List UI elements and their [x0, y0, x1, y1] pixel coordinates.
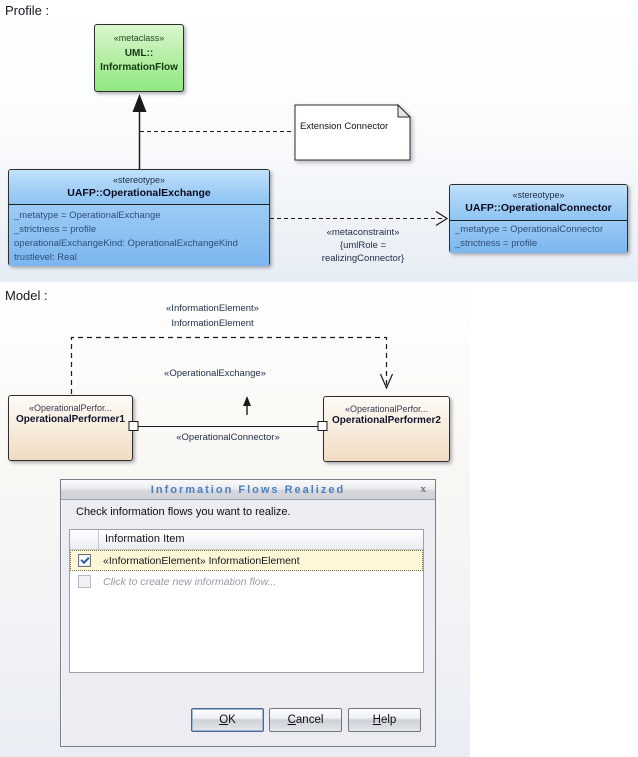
- metaclass-name-line2: InformationFlow: [100, 62, 178, 73]
- information-flows-realized-dialog: Information Flows Realized x Check infor…: [60, 479, 436, 747]
- performer1-name: OperationalPerformer1: [16, 414, 125, 425]
- metaconstraint-line2: {umlRole =: [339, 240, 387, 251]
- performer2-stereotype-label: «OperationalPerfor...: [344, 404, 429, 414]
- checkbox-column-header: [70, 530, 99, 549]
- list-item[interactable]: Click to create new information flow...: [70, 571, 423, 592]
- metaclass-name: UML:: InformationFlow: [95, 47, 183, 75]
- stereotype-operationalexchange-box[interactable]: «stereotype» UAFP::OperationalExchange _…: [8, 169, 270, 266]
- operationalexchange-name: UAFP::OperationalExchange: [67, 187, 211, 199]
- performer2-name: OperationalPerformer2: [332, 415, 441, 426]
- ok-button-label: OK: [219, 714, 236, 726]
- operationalconnector-stereotype-label: «stereotype»: [512, 190, 565, 200]
- metaclass-informationflow-box[interactable]: «metaclass» UML:: InformationFlow: [94, 24, 184, 92]
- operationalexchange-stereotype-label: «stereotype»: [112, 175, 166, 185]
- row-0-checkbox[interactable]: [78, 554, 91, 567]
- attribute-metatype: _metatype = OperationalConnector: [455, 224, 604, 235]
- cancel-button-label: Cancel: [287, 714, 324, 726]
- list-header: Information Item: [70, 530, 423, 550]
- operationalperformer2-box[interactable]: «OperationalPerfor... OperationalPerform…: [323, 396, 450, 462]
- close-icon[interactable]: x: [420, 483, 427, 495]
- cancel-button[interactable]: Cancel: [269, 708, 342, 732]
- information-item-list[interactable]: Information Item «InformationElement» In…: [69, 529, 424, 673]
- note-text: Extension Connector: [300, 121, 389, 132]
- dialog-title: Information Flows Realized: [150, 484, 346, 496]
- attribute-strictness: _strictness = profile: [14, 224, 97, 235]
- row-0-text: «InformationElement» InformationElement: [103, 554, 300, 567]
- row-1-text: Click to create new information flow...: [103, 575, 277, 588]
- operationalconnector-attributes: _metatype = OperationalConnector _strict…: [450, 221, 627, 253]
- attribute-metatype: _metatype = OperationalExchange: [14, 210, 161, 221]
- operationalexchange-flow-label: «OperationalExchange»: [164, 368, 266, 379]
- model-section-label: Model :: [5, 288, 48, 303]
- informationelement-stereotype: «InformationElement»: [166, 303, 259, 314]
- stereotype-operationalconnector-box[interactable]: «stereotype» UAFP::OperationalConnector …: [449, 184, 628, 253]
- metaconstraint-line1: «metaconstraint»: [326, 227, 400, 238]
- attribute-trustlevel: trustlevel: Real: [14, 252, 77, 263]
- note-shape-icon: [294, 103, 412, 161]
- profile-section-label: Profile :: [5, 3, 50, 18]
- metaconstraint-label: «metaconstraint» {umlRole = realizingCon…: [290, 226, 436, 265]
- row-1-checkbox[interactable]: [78, 575, 91, 588]
- metaconstraint-line3: realizingConnector}: [321, 253, 405, 264]
- performer1-stereotype-label: «OperationalPerfor...: [28, 403, 113, 413]
- operationalconnector-header: «stereotype» UAFP::OperationalConnector: [450, 185, 627, 221]
- operationalconnector-link-label: «OperationalConnector»: [176, 432, 280, 443]
- attribute-exchangekind: operationalExchangeKind: OperationalExch…: [14, 238, 238, 249]
- help-button-label: Help: [372, 714, 397, 726]
- metaclass-name-line1: UML::: [124, 48, 154, 59]
- informationelement-name: InformationElement: [171, 318, 254, 329]
- help-button[interactable]: Help: [348, 708, 421, 732]
- ok-button[interactable]: OK: [191, 708, 264, 732]
- informationelement-label: «InformationElement» InformationElement: [130, 301, 295, 331]
- dialog-instruction: Check information flows you want to real…: [76, 506, 291, 518]
- operationalconnector-name: UAFP::OperationalConnector: [465, 202, 612, 214]
- operationalexchange-header: «stereotype» UAFP::OperationalExchange: [9, 170, 269, 205]
- extension-connector-note[interactable]: Extension Connector: [294, 103, 412, 162]
- attribute-strictness: _strictness = profile: [455, 238, 538, 249]
- dialog-titlebar[interactable]: Information Flows Realized x: [61, 480, 435, 500]
- operationalperformer1-box[interactable]: «OperationalPerfor... OperationalPerform…: [8, 395, 133, 461]
- operationalexchange-attributes: _metatype = OperationalExchange _strictn…: [9, 205, 269, 266]
- metaclass-stereotype-label: «metaclass»: [113, 33, 165, 43]
- list-item[interactable]: «InformationElement» InformationElement: [70, 550, 423, 571]
- information-item-column-header: Information Item: [105, 533, 185, 545]
